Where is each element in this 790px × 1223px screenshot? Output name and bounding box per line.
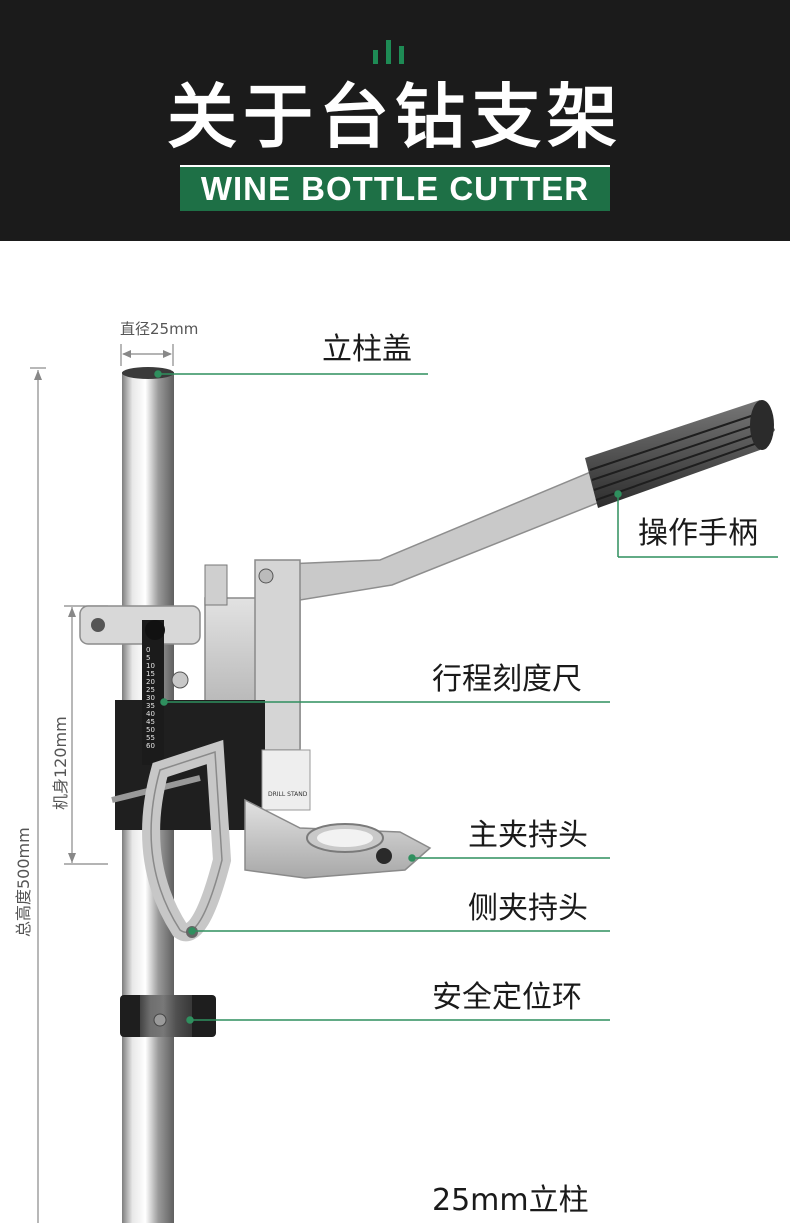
diameter-dimension bbox=[120, 344, 174, 366]
column-cap bbox=[122, 367, 174, 379]
main-clamp bbox=[244, 798, 432, 879]
body-height-label: 机身120mm bbox=[51, 716, 70, 810]
scale-mark: 55 bbox=[146, 734, 155, 742]
operating-handle bbox=[260, 400, 775, 601]
page-title: 关于台钻支架 bbox=[167, 76, 623, 158]
scale-mark: 10 bbox=[146, 662, 155, 670]
scale-mark: 5 bbox=[146, 654, 150, 662]
label-column: 25mm立柱 bbox=[432, 1183, 589, 1218]
header-section: 关于台钻支架 WINE BOTTLE CUTTER bbox=[0, 0, 790, 241]
scale-mark: 40 bbox=[146, 710, 155, 718]
scale-mark: 0 bbox=[146, 646, 150, 654]
diameter-label: 直径25mm bbox=[120, 320, 199, 338]
label-stroke-scale: 行程刻度尺 bbox=[432, 662, 582, 697]
label-side-clamp: 侧夹持头 bbox=[468, 891, 588, 926]
scale-mark: 60 bbox=[146, 742, 155, 750]
scale-mark: 45 bbox=[146, 718, 155, 726]
scale-mark: 50 bbox=[146, 726, 155, 734]
body-height-dimension bbox=[64, 605, 108, 865]
scale-mark: 20 bbox=[146, 678, 155, 686]
scale-mark: 30 bbox=[146, 694, 155, 702]
safety-ring bbox=[120, 995, 216, 1037]
subtitle-banner: WINE BOTTLE CUTTER bbox=[180, 165, 610, 211]
label-handle: 操作手柄 bbox=[638, 516, 758, 551]
decor-bars-icon bbox=[373, 40, 417, 64]
total-height-dimension bbox=[30, 367, 46, 1223]
label-column-cap: 立柱盖 bbox=[322, 332, 412, 367]
side-clamp bbox=[111, 739, 232, 942]
scale-mark: 35 bbox=[146, 702, 155, 710]
scale-mark: 25 bbox=[146, 686, 155, 694]
label-safety-ring: 安全定位环 bbox=[432, 980, 582, 1015]
callout-lines bbox=[154, 370, 778, 1024]
label-main-clamp: 主夹持头 bbox=[468, 818, 588, 853]
scale-mark: 15 bbox=[146, 670, 155, 678]
total-height-label: 总高度500mm bbox=[14, 827, 33, 937]
subtitle-text: WINE BOTTLE CUTTER bbox=[200, 170, 590, 207]
device-label: DRILL STAND bbox=[268, 791, 308, 798]
